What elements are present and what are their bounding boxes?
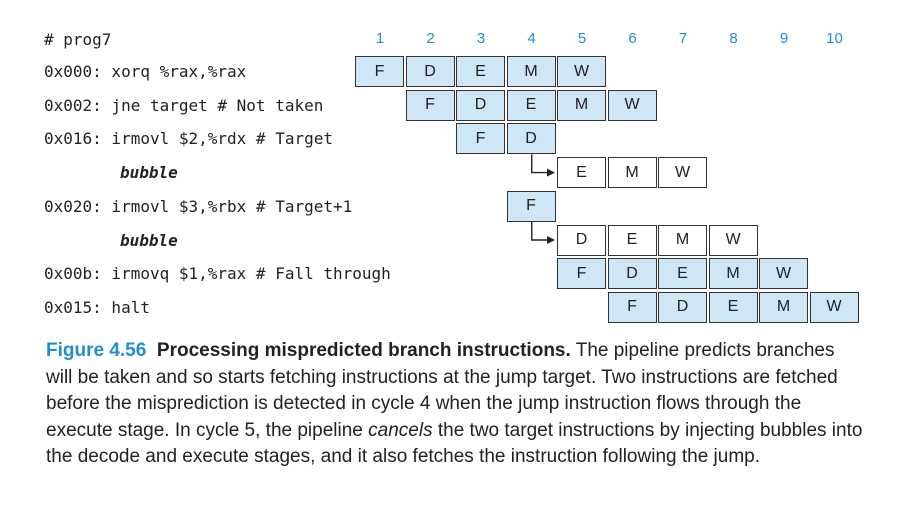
program-label: # prog7 bbox=[44, 30, 112, 49]
cycle-number: 5 bbox=[577, 30, 587, 47]
bubble-arrow-line bbox=[531, 154, 549, 174]
bubble-label: bubble bbox=[120, 163, 178, 183]
stage-box: E bbox=[557, 157, 606, 189]
figure-number: Figure 4.56 bbox=[46, 340, 147, 361]
stage-box: F bbox=[355, 56, 404, 87]
stage-box: W bbox=[809, 291, 859, 323]
figure-title: Processing mispredicted branch instructi… bbox=[156, 340, 571, 361]
instruction-text: 0x00b: irmovq $1,%rax # Fall through bbox=[44, 264, 391, 284]
cycle-number: 9 bbox=[779, 30, 789, 47]
bubble-arrow-line bbox=[531, 221, 549, 241]
figure-caption: Figure 4.56 Processing mispredicted bran… bbox=[46, 338, 866, 471]
stage-box: E bbox=[607, 224, 657, 256]
cycle-number: 6 bbox=[628, 30, 637, 47]
stage-box: M bbox=[759, 291, 808, 323]
stage-box: M bbox=[658, 224, 707, 256]
stage-box: M bbox=[506, 56, 556, 87]
stage-box: W bbox=[759, 258, 808, 290]
stage-box: E bbox=[456, 56, 505, 87]
bubble-label: bubble bbox=[120, 230, 178, 250]
cycle-number: 1 bbox=[375, 30, 385, 47]
bubble-arrows bbox=[531, 154, 555, 244]
stage-box: D bbox=[557, 224, 606, 256]
instruction-text: 0x002: jne target # Not taken bbox=[44, 95, 324, 115]
stage-box: M bbox=[557, 89, 606, 121]
stage-box: W bbox=[557, 56, 606, 87]
stage-box: F bbox=[405, 89, 455, 121]
stage-box: M bbox=[607, 157, 657, 189]
cycle-number: 8 bbox=[729, 30, 738, 47]
stage-box: D bbox=[607, 258, 657, 290]
cycle-number: 7 bbox=[678, 30, 688, 47]
stage-box: W bbox=[658, 157, 707, 189]
stage-box: D bbox=[456, 89, 505, 121]
caption-text-2: the two target instructions by injecting… bbox=[46, 419, 863, 468]
stage-box: F bbox=[557, 258, 606, 290]
stage-box: E bbox=[708, 291, 758, 323]
stage-box: F bbox=[456, 123, 505, 155]
cycle-number: 4 bbox=[527, 30, 536, 47]
cycle-number: 3 bbox=[476, 30, 486, 47]
stage-box: W bbox=[708, 224, 758, 256]
stage-box: W bbox=[607, 89, 657, 121]
instruction-text: 0x000: xorq %rax,%rax bbox=[44, 62, 247, 81]
stage-box: E bbox=[658, 258, 707, 290]
caption-text-1: The pipeline predicts branches will be t… bbox=[46, 340, 838, 441]
stage-box: M bbox=[708, 258, 758, 290]
stage-box: F bbox=[607, 291, 657, 323]
caption-emphasis: cancels bbox=[368, 419, 433, 441]
stage-box: D bbox=[506, 123, 556, 155]
bubble-arrow-head bbox=[547, 236, 555, 244]
cycle-number: 10 bbox=[826, 30, 843, 47]
cycle-number: 2 bbox=[426, 30, 435, 47]
stage-box: F bbox=[506, 190, 556, 222]
stage-box: D bbox=[658, 291, 707, 323]
stage-box: D bbox=[405, 56, 455, 87]
instruction-text: 0x020: irmovl $3,%rbx # Target+1 bbox=[44, 196, 353, 216]
stage-box: E bbox=[506, 89, 556, 121]
bubble-arrow-head bbox=[547, 168, 555, 177]
instruction-text: 0x015: halt bbox=[44, 297, 150, 317]
instruction-text: 0x016: irmovl $2,%rdx # Target bbox=[44, 129, 333, 149]
